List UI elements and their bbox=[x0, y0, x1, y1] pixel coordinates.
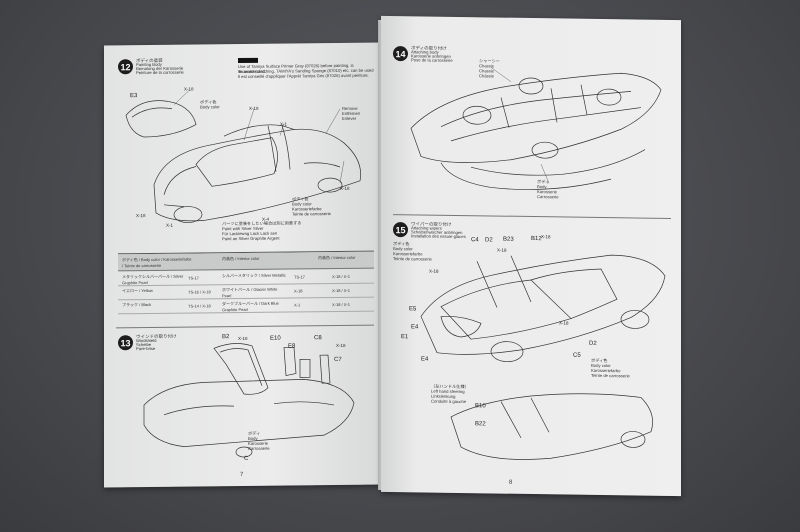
step15-wiper-illustration bbox=[420, 254, 666, 460]
left-page: 12 ボディの塗装 Painting Body Bemalung der Kar… bbox=[104, 42, 382, 488]
page-number: 8 bbox=[509, 479, 513, 486]
page-number: 7 bbox=[240, 471, 244, 479]
right-page: 14 ボディの取り付け Attaching body Karosserie an… bbox=[381, 15, 681, 497]
step14-chassis-body-illustration bbox=[410, 67, 662, 190]
step13-windshield-illustration bbox=[143, 343, 355, 458]
step12-car-illustration bbox=[125, 89, 361, 223]
